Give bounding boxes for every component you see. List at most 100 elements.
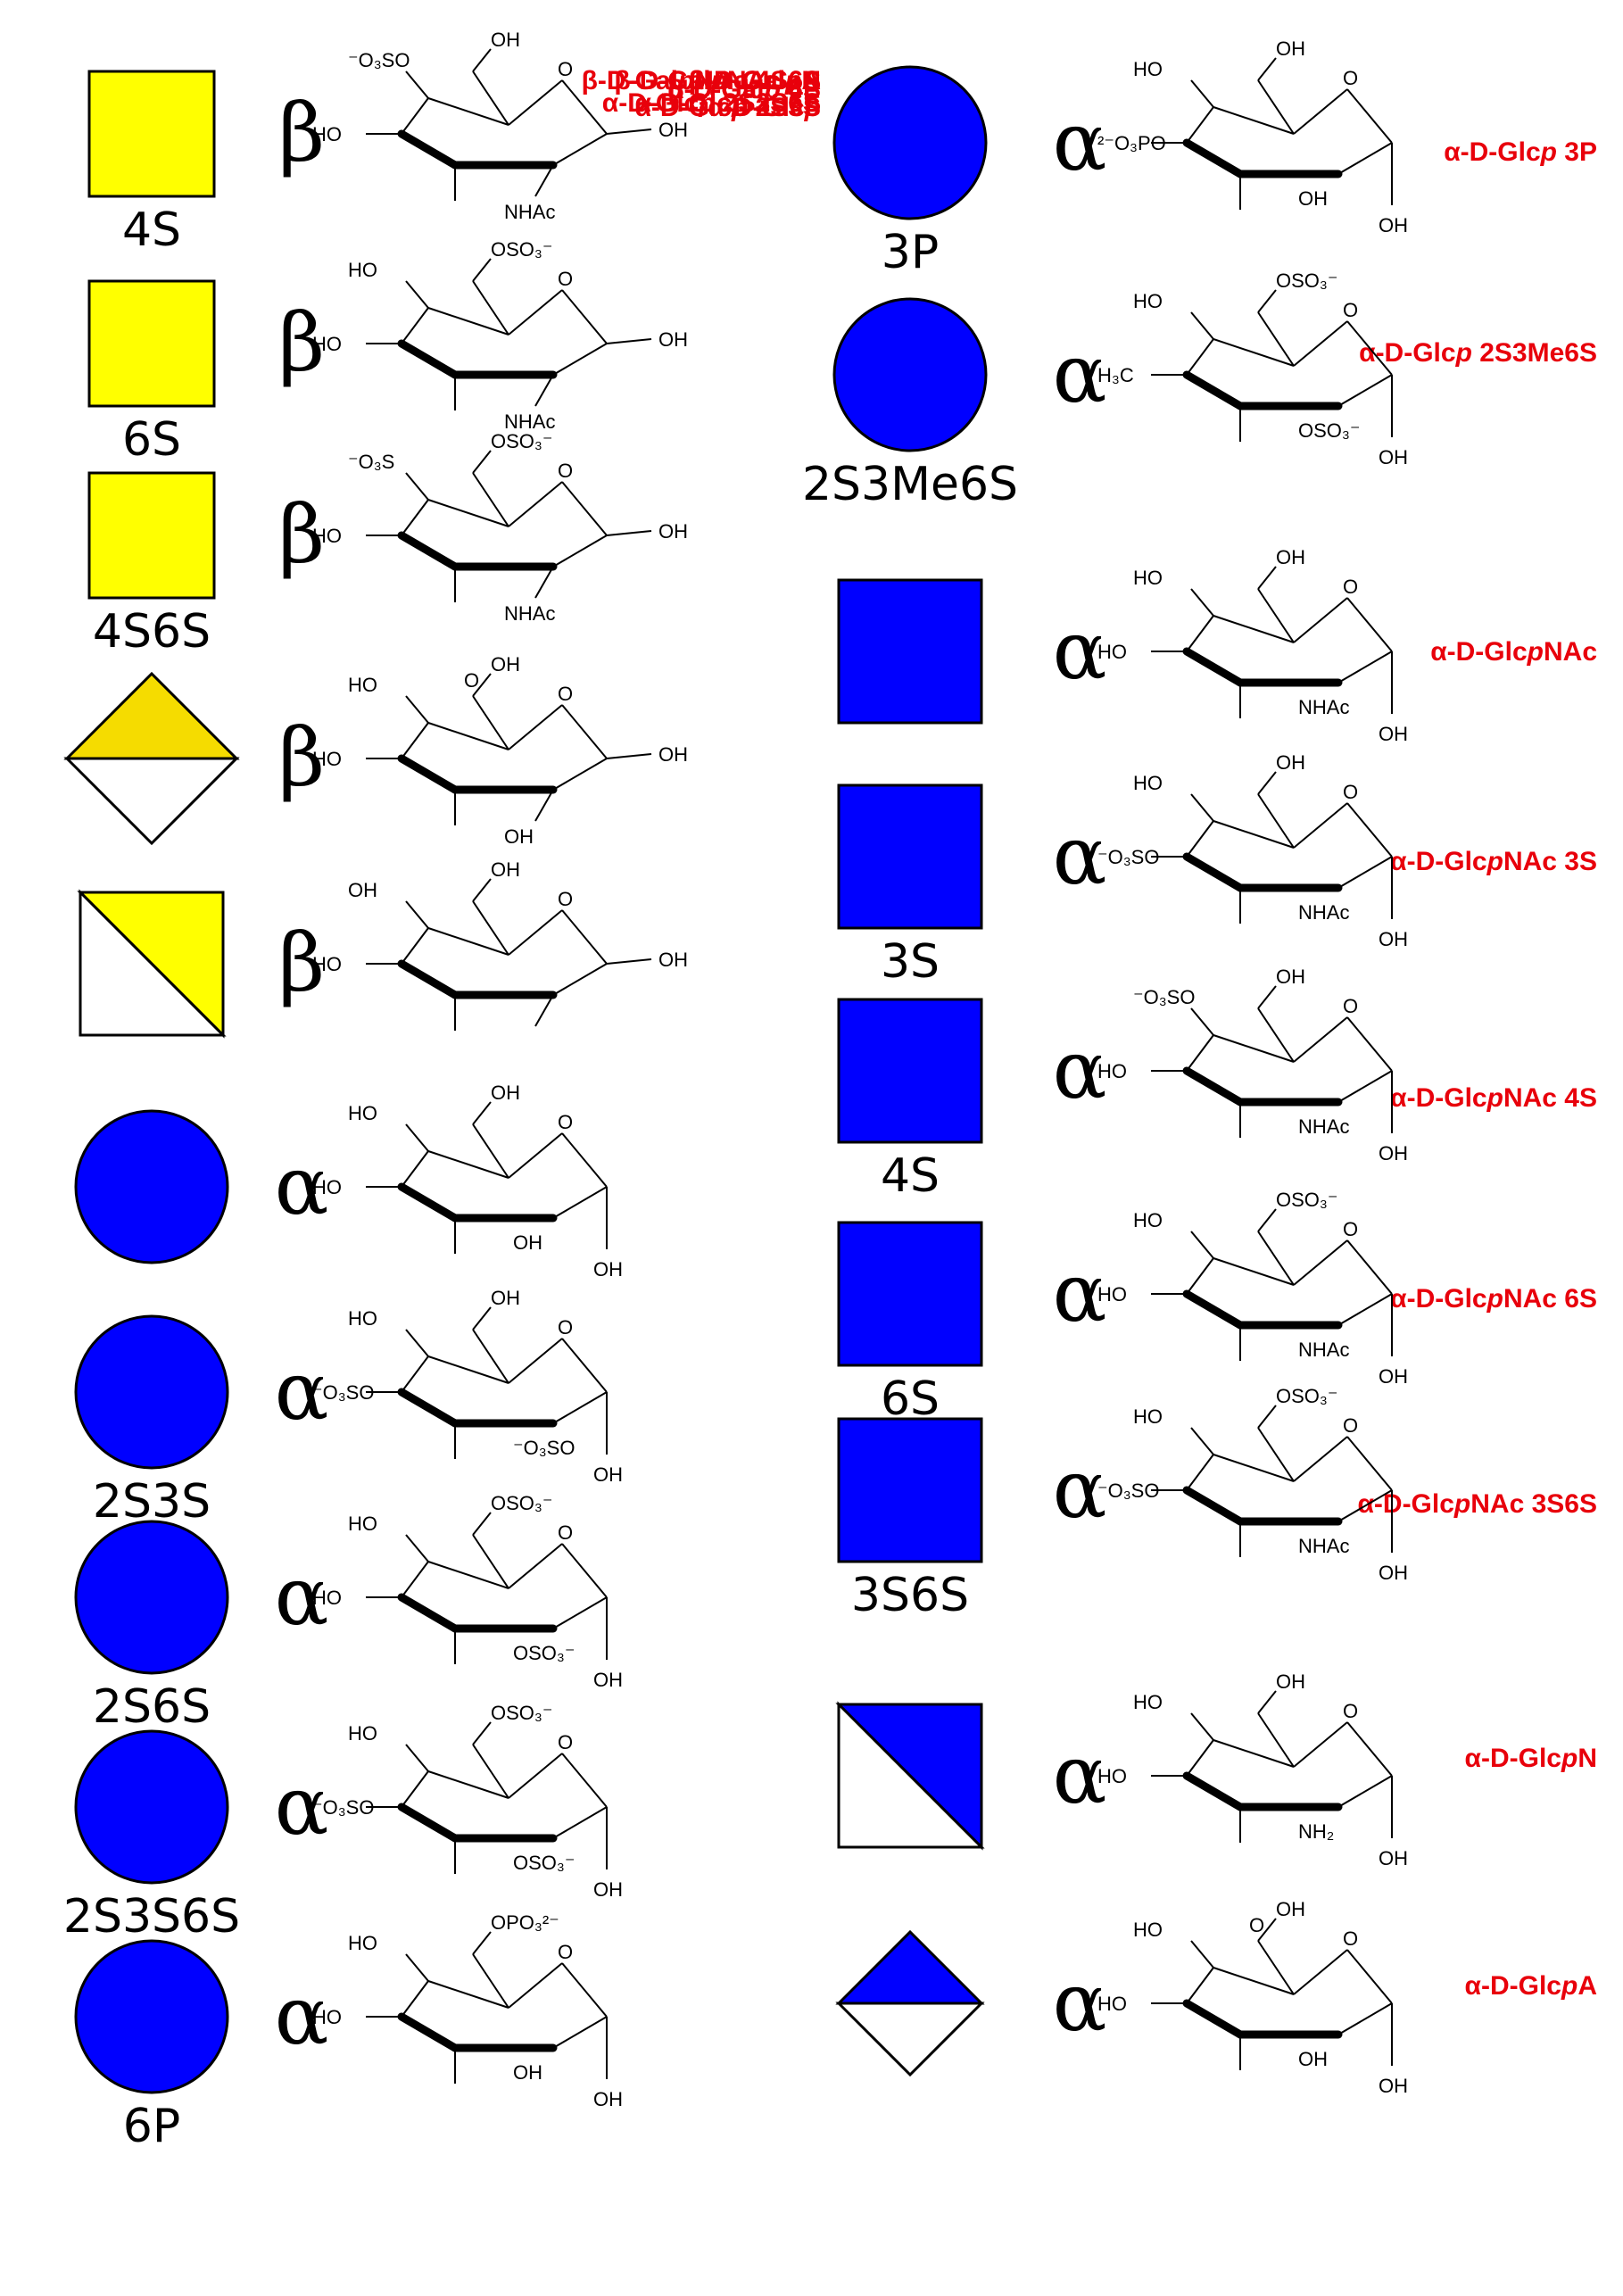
circle-symbol — [74, 1520, 229, 1675]
substituent-carbonyl: O — [464, 669, 479, 692]
substituent-c1: OH — [658, 520, 688, 543]
ring-oxygen: O — [1343, 1700, 1358, 1722]
residue-name: α-D-Glcp 2S3Me6S — [1359, 338, 1597, 368]
anomer-symbol: α — [1053, 1956, 1107, 2050]
diamond-lower-half — [63, 757, 240, 846]
ring-oxygen: O — [1343, 995, 1358, 1017]
anomer-symbol: α — [1053, 327, 1107, 421]
substituent-c3: H₃C — [1097, 364, 1134, 386]
residue-name: α-D-Glcp — [708, 93, 821, 122]
substituent-c2: OH — [1298, 2048, 1328, 2070]
anomer-symbol: α — [275, 1550, 329, 1644]
circle-symbol — [74, 1314, 229, 1470]
substituent-c6: OSO₃⁻ — [491, 1702, 552, 1724]
ring-oxygen: O — [558, 1521, 573, 1544]
substituent-c2: OSO₃⁻ — [513, 1642, 575, 1664]
modification-label: 4S — [122, 203, 181, 257]
anomer-symbol: β — [278, 488, 325, 582]
substituent-c1: OH — [658, 119, 688, 141]
modification-label: 3S6S — [851, 1569, 969, 1622]
modification-label: 4S — [881, 1149, 940, 1203]
substituent-c6: OH — [1276, 37, 1305, 60]
substituent-c3: HO — [1097, 641, 1127, 663]
substituent-c3: HO — [312, 748, 342, 770]
substituent-c4: HO — [348, 1102, 377, 1124]
square-symbol — [837, 1417, 983, 1563]
residue-name: α-D-GlcpNAc 3S6S — [1357, 1489, 1597, 1519]
substituent-c1: OH — [658, 328, 688, 351]
substituent-c4: HO — [1133, 1691, 1163, 1713]
substituent-c6: OH — [1276, 966, 1305, 988]
residue-name: β-D-GalpNAc 4S6S — [582, 66, 821, 95]
residue-name: α-D-Glcp 6P — [667, 75, 821, 104]
residue-name: α-D-GlcpNAc — [1430, 637, 1597, 667]
residue-name: α-D-Glcp 3P — [1444, 137, 1597, 167]
substituent-c4: ⁻O₃S — [348, 451, 394, 473]
anomer-symbol: α — [275, 1969, 329, 2063]
ring-oxygen: O — [1343, 1218, 1358, 1240]
ring-oxygen: O — [558, 888, 573, 910]
square-symbol — [837, 783, 983, 930]
substituent-c4: HO — [348, 259, 377, 281]
substituent-c6: OSO₃⁻ — [1276, 1189, 1337, 1211]
modification-label: 2S6S — [93, 1680, 211, 1734]
square-symbol — [837, 998, 983, 1144]
substituent-c4: ⁻O₃SO — [1133, 986, 1195, 1008]
ring-oxygen: O — [1343, 781, 1358, 803]
substituent-c1: OH — [658, 743, 688, 766]
substituent-c6: OH — [1276, 1670, 1305, 1693]
modification-label: 6S — [881, 1372, 940, 1426]
substituent-c3: HO — [312, 1587, 342, 1609]
substituent-c6: OH — [491, 1287, 520, 1309]
substituent-c4: HO — [348, 1722, 377, 1745]
modification-label: 4S6S — [93, 605, 211, 659]
substituent-c6: OSO₃⁻ — [491, 238, 552, 261]
anomer-symbol: α — [1053, 604, 1107, 698]
substituent-c2: NHAc — [504, 602, 555, 625]
ring-oxygen: O — [558, 58, 573, 80]
substituent-c3: HO — [312, 333, 342, 355]
residue-name: α-D-GlcpNAc 4S — [1390, 1083, 1597, 1113]
square-symbol — [87, 70, 216, 198]
diamond-upper-half — [835, 1929, 985, 2005]
modification-label: 2S3Me6S — [802, 458, 1018, 511]
substituent-c1: OH — [593, 1669, 623, 1691]
substituent-c4: HO — [1133, 1919, 1163, 1941]
substituent-c2: NHAc — [1298, 1535, 1349, 1557]
substituent-c3: ⁻O₃SO — [1097, 1480, 1159, 1502]
ring-oxygen: O — [558, 1731, 573, 1753]
substituent-c2: NHAc — [1298, 1339, 1349, 1361]
substituent-c2: NHAc — [504, 410, 555, 433]
substituent-c6: OSO₃⁻ — [1276, 269, 1337, 292]
substituent-c4: HO — [1133, 567, 1163, 589]
substituent-c1: OH — [1379, 446, 1408, 468]
ring-oxygen: O — [558, 683, 573, 705]
circle-symbol — [74, 1729, 229, 1885]
anomer-symbol: α — [1053, 1728, 1107, 1822]
residue-name: α-D-Glcp 2S3S — [634, 93, 821, 122]
substituent-c4: HO — [1133, 772, 1163, 794]
substituent-c1: OH — [593, 1878, 623, 1901]
substituent-c3: HO — [312, 1176, 342, 1198]
residue-name: β-D-Galp 4S — [667, 75, 821, 104]
square-symbol — [87, 279, 216, 408]
substituent-c6: OH — [1276, 1898, 1305, 1920]
substituent-c6: OH — [491, 653, 520, 676]
ring-oxygen: O — [1343, 299, 1358, 321]
ring-oxygen: O — [558, 268, 573, 290]
substituent-c2: OSO₃⁻ — [1298, 419, 1360, 442]
substituent-c4: HO — [348, 1513, 377, 1535]
